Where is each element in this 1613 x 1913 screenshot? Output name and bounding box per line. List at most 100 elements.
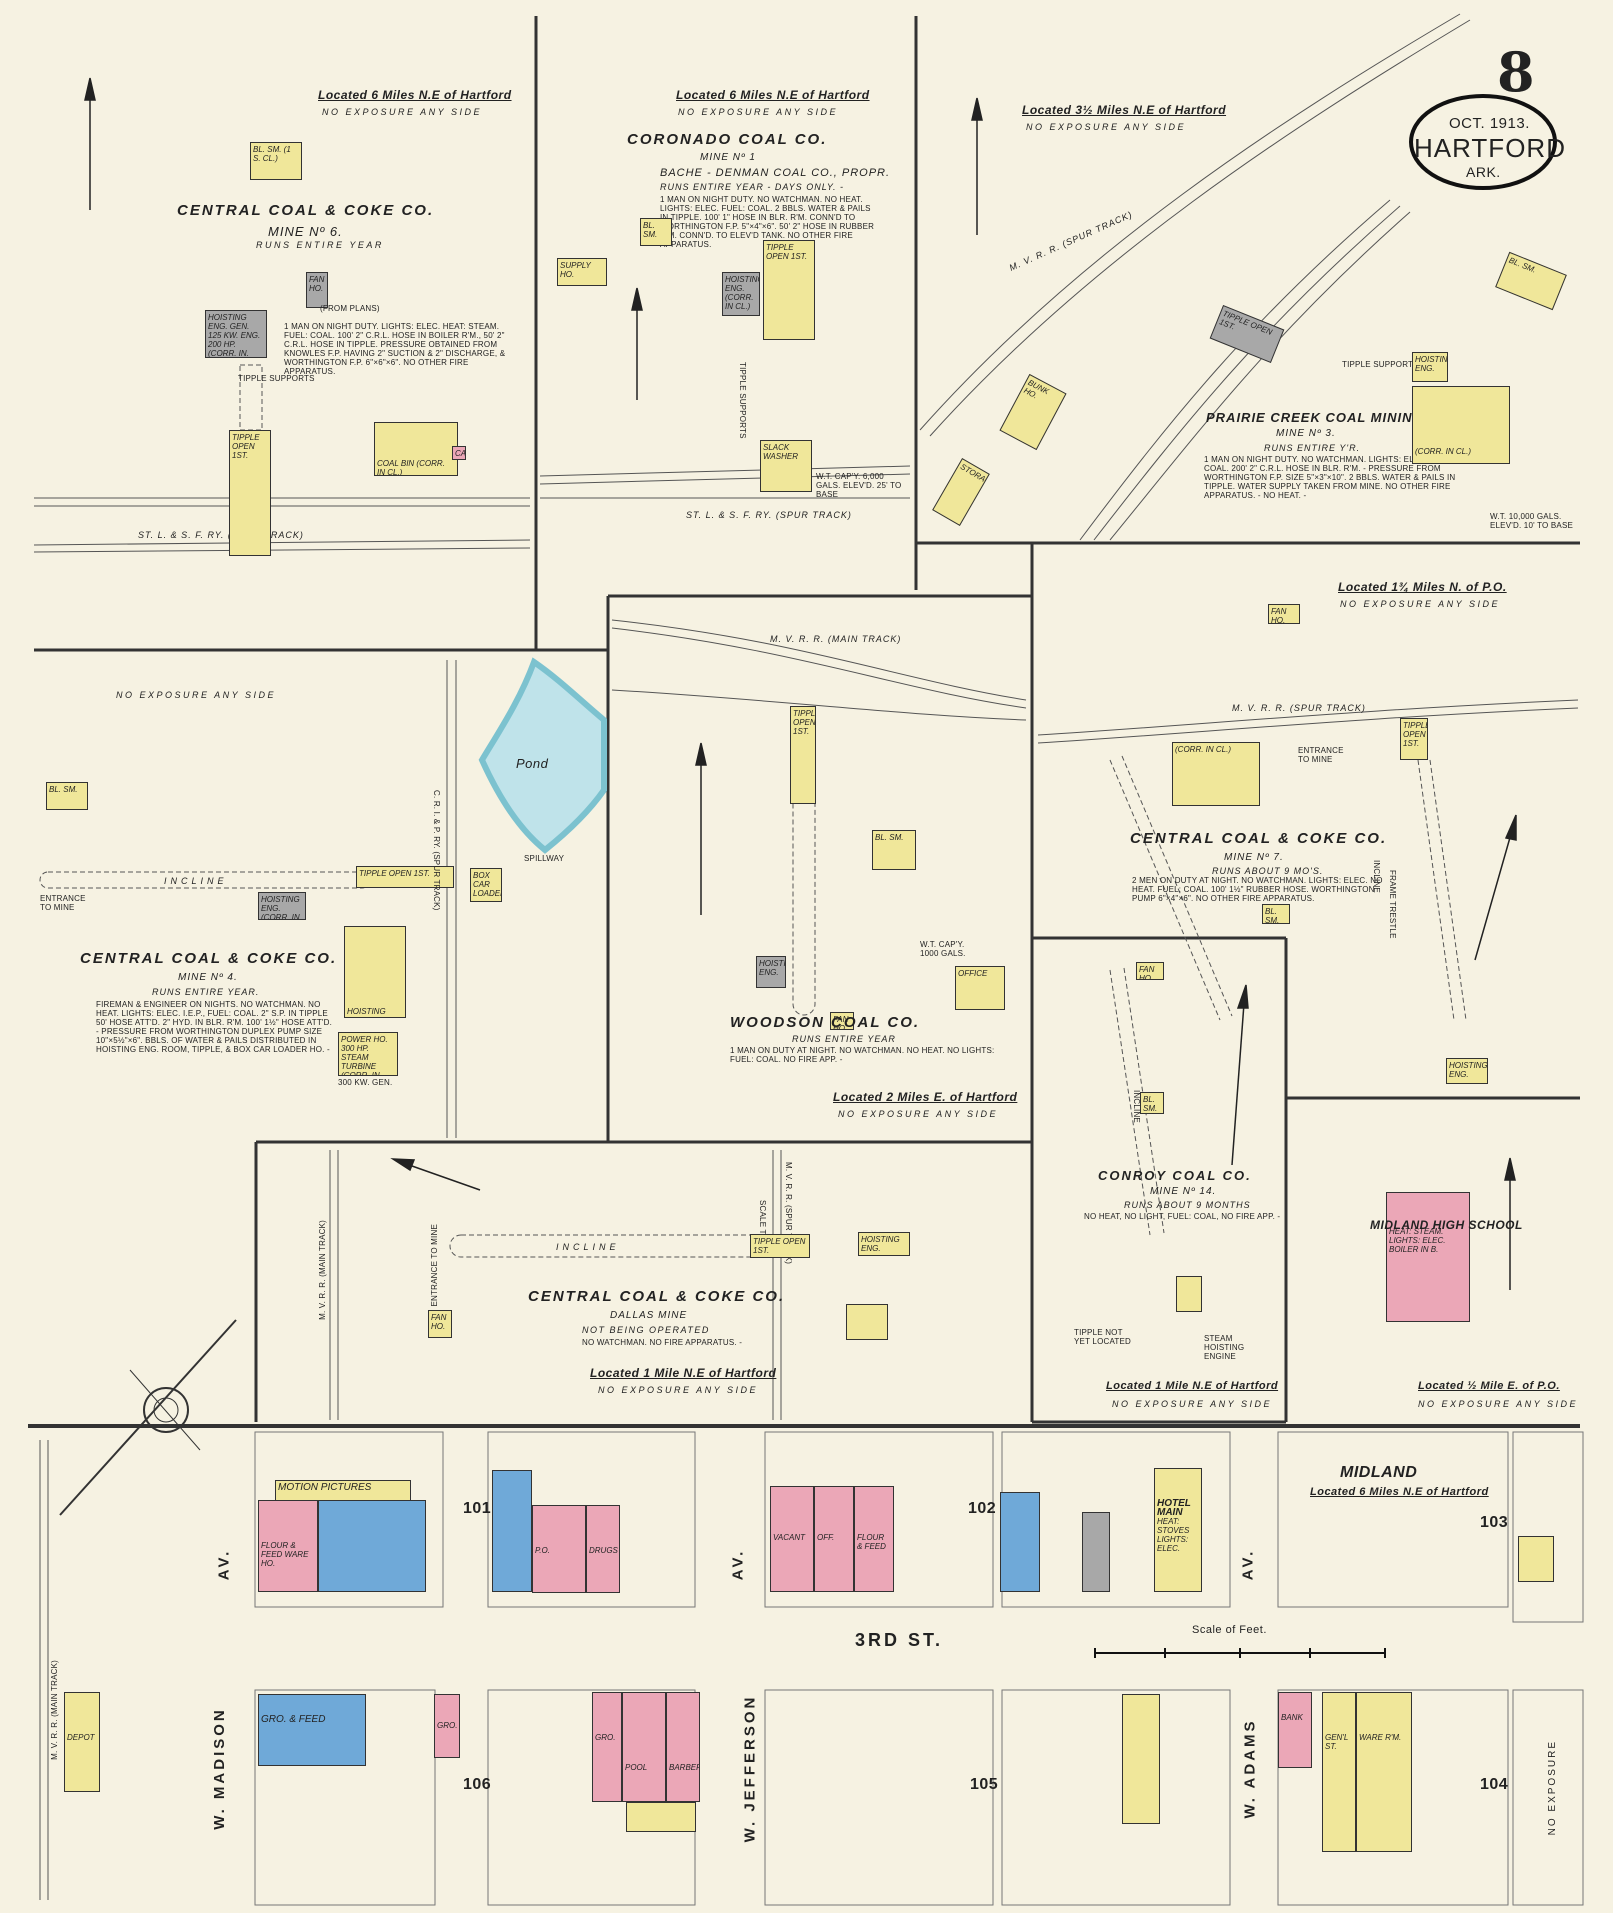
mine6-fan-house: FAN HO.: [306, 272, 328, 308]
mine6-tipple-supports: TIPPLE SUPPORTS: [238, 374, 315, 383]
mine4-runs: RUNS ENTIRE YEAR.: [152, 987, 260, 997]
coronado-company: CORONADO COAL CO.: [627, 131, 828, 148]
drugs-store: DRUGS: [586, 1505, 620, 1593]
prairie-hoisting: HOISTING ENG.: [1412, 352, 1448, 382]
dallas-track2: M. V. R. R. (SPUR TRACK): [784, 1162, 793, 1265]
mine7-runs: RUNS ABOUT 9 MO'S.: [1212, 866, 1324, 876]
coronado-exposure: NO EXPOSURE ANY SIDE: [678, 107, 839, 117]
mine7-trestle: FRAME TRESTLE: [1388, 870, 1397, 939]
hotel-main: HOTEL MAIN HEAT: STOVES LIGHTS: ELEC.: [1154, 1468, 1202, 1592]
mine4-boiler: HOISTING ENG. (CORR. IN CL.): [344, 926, 406, 1018]
prairie-tank: W.T. 10,000 GALS. ELEV'D. 10' TO BASE: [1490, 512, 1574, 530]
avenue-left: AV.: [215, 1548, 233, 1581]
mine4-hoisting: HOISTING ENG. (CORR. IN CL.): [258, 892, 306, 920]
woodson-track: M. V. R. R. (MAIN TRACK): [770, 634, 902, 644]
conroy-company: CONROY COAL CO.: [1098, 1168, 1252, 1183]
building-103-small: [1518, 1536, 1554, 1582]
mine4-power-gen: 300 KW. GEN.: [338, 1078, 393, 1087]
woodson-hoisting: HOISTING ENG.: [756, 956, 786, 988]
prairie-mine: MINE Nº 3.: [1276, 428, 1336, 439]
conroy-mine: MINE Nº 14.: [1150, 1186, 1217, 1197]
vacant-store: VACANT: [770, 1486, 814, 1592]
mine7-hoisting: HOISTING ENG.: [1446, 1058, 1488, 1084]
avenue-right: AV.: [1239, 1548, 1257, 1581]
mine4-blacksmith: BL. SM.: [46, 782, 88, 810]
school-notes: HEAT: STEAM. LIGHTS: ELEC. BOILER IN B.: [1389, 1227, 1446, 1254]
midland-label: MIDLAND: [1340, 1464, 1418, 1481]
mine6-car-repair: CAR REPAIR: [452, 446, 466, 460]
ware-room: WARE R'M.: [1356, 1692, 1412, 1852]
mine4-notes: FIREMAN & ENGINEER ON NIGHTS. NO WATCHMA…: [96, 1000, 333, 1054]
street-w-adams: W. ADAMS: [1241, 1718, 1259, 1819]
no-exposure-label: NO EXPOSURE: [1547, 1740, 1558, 1836]
mine7-exposure: NO EXPOSURE ANY SIDE: [1340, 599, 1501, 609]
building-101-blue: [492, 1470, 532, 1592]
woodson-exposure: NO EXPOSURE ANY SIDE: [838, 1109, 999, 1119]
mine4-exposure: NO EXPOSURE ANY SIDE: [116, 690, 277, 700]
block-106: 106: [463, 1776, 492, 1793]
mine4-loader: BOX CAR LOADER: [470, 868, 502, 902]
sheet-date: OCT. 1913.: [1449, 115, 1530, 132]
block-106-rear: [626, 1802, 696, 1832]
coronado-mine: MINE Nº 1: [700, 152, 756, 163]
dallas-track1: M. V. R. R. (MAIN TRACK): [318, 1220, 327, 1320]
coronado-slack-washer: SLACK WASHER: [760, 440, 812, 492]
street-3rd: 3RD ST.: [855, 1630, 944, 1650]
dallas-boiler: [846, 1304, 888, 1340]
mine7-location: Located 1¾ Miles N. of P.O.: [1338, 580, 1507, 594]
prairie-runs: RUNS ENTIRE Y'R.: [1264, 443, 1361, 453]
mine6-track: ST. L. & S. F. RY. (SPUR TRACK): [138, 530, 304, 540]
mine7-track: M. V. R. R. (SPUR TRACK): [1232, 703, 1366, 713]
coronado-hoisting: HOISTING ENG. (CORR. IN CL.): [722, 272, 760, 316]
flour-feed-store: FLOUR & FEED: [854, 1486, 894, 1592]
mine7-notes: 2 MEN ON DUTY AT NIGHT. NO WATCHMAN. LIG…: [1132, 876, 1383, 903]
conroy-notes: NO HEAT, NO LIGHT, FUEL: COAL, NO FIRE A…: [1084, 1212, 1281, 1221]
building-105-long: [1122, 1694, 1160, 1824]
block-101: 101: [463, 1500, 492, 1517]
mine6-hoisting: HOISTING ENG. GEN. 125 KW. ENG. 200 HP. …: [205, 310, 267, 358]
dallas-tipple: TIPPLE OPEN 1ST.: [750, 1234, 810, 1258]
mine7-bl-sm: BL. SM.: [1262, 904, 1290, 924]
woodson-tipple: TIPPLE OPEN 1ST.: [790, 706, 816, 804]
mine6-coal-bin: COAL BIN (CORR. IN CL.): [374, 422, 458, 476]
midland-location: Located 6 Miles N.E of Hartford: [1310, 1486, 1489, 1498]
mine7-incline: INCLINE: [1372, 860, 1381, 893]
mine7-tipple: TIPPLE OPEN 1ST.: [1400, 718, 1428, 760]
mine4-pond: Pond: [516, 756, 549, 771]
hotel-name: HOTEL MAIN: [1157, 1498, 1191, 1518]
dallas-exposure: NO EXPOSURE ANY SIDE: [598, 1385, 759, 1395]
mine7-entrance: ENTRANCE TO MINE: [1298, 746, 1344, 764]
mine6-exposure: NO EXPOSURE ANY SIDE: [322, 107, 483, 117]
motion-pictures: MOTION PICTURES: [275, 1480, 411, 1502]
conroy-location: Located 1 Mile N.E of Hartford: [1106, 1380, 1279, 1392]
coronado-tipple: TIPPLE OPEN 1ST.: [763, 240, 815, 340]
dallas-notes: NO WATCHMAN. NO FIRE APPARATUS. -: [582, 1338, 743, 1347]
dallas-mine: DALLAS MINE: [610, 1310, 688, 1321]
block-102: 102: [968, 1500, 997, 1517]
midland-high-school: HEAT: STEAM. LIGHTS: ELEC. BOILER IN B.: [1386, 1192, 1470, 1322]
prairie-company: PRAIRIE CREEK COAL MINING CO.: [1206, 410, 1455, 425]
conroy-boiler: [1176, 1276, 1202, 1312]
coronado-tipple-supports: TIPPLE SUPPORTS: [738, 362, 747, 439]
barber-shop: BARBER: [666, 1692, 700, 1802]
prairie-location: Located 3½ Miles N.E of Hartford: [1022, 103, 1227, 117]
dallas-hoisting: HOISTING ENG.: [858, 1232, 910, 1256]
sheet-number: 8: [1497, 40, 1536, 104]
scale-of-feet: Scale of Feet.: [1192, 1624, 1267, 1636]
mvrr-main-track: M. V. R. R. (MAIN TRACK): [50, 1660, 59, 1760]
post-office: P.O.: [532, 1505, 586, 1593]
mine4-incline: INCLINE: [164, 876, 228, 886]
office-store: OFF.: [814, 1486, 854, 1592]
prairie-exposure: NO EXPOSURE ANY SIDE: [1026, 122, 1187, 132]
conroy-incline: INCLINE: [1132, 1090, 1141, 1123]
coronado-owner: BACHE - DENMAN COAL CO., PROPR.: [660, 167, 891, 179]
mine6-location: Located 6 Miles N.E of Hartford: [318, 88, 512, 102]
general-store: GEN'L ST.: [1322, 1692, 1356, 1852]
grocery-1: GRO.: [434, 1694, 460, 1758]
mine6-mine: MINE Nº 6.: [268, 224, 343, 239]
dallas-company: CENTRAL COAL & COKE CO.: [528, 1288, 786, 1305]
coronado-location: Located 6 Miles N.E of Hartford: [676, 88, 870, 102]
woodson-runs: RUNS ENTIRE YEAR: [792, 1034, 896, 1044]
building-102-blue: [1000, 1492, 1040, 1592]
